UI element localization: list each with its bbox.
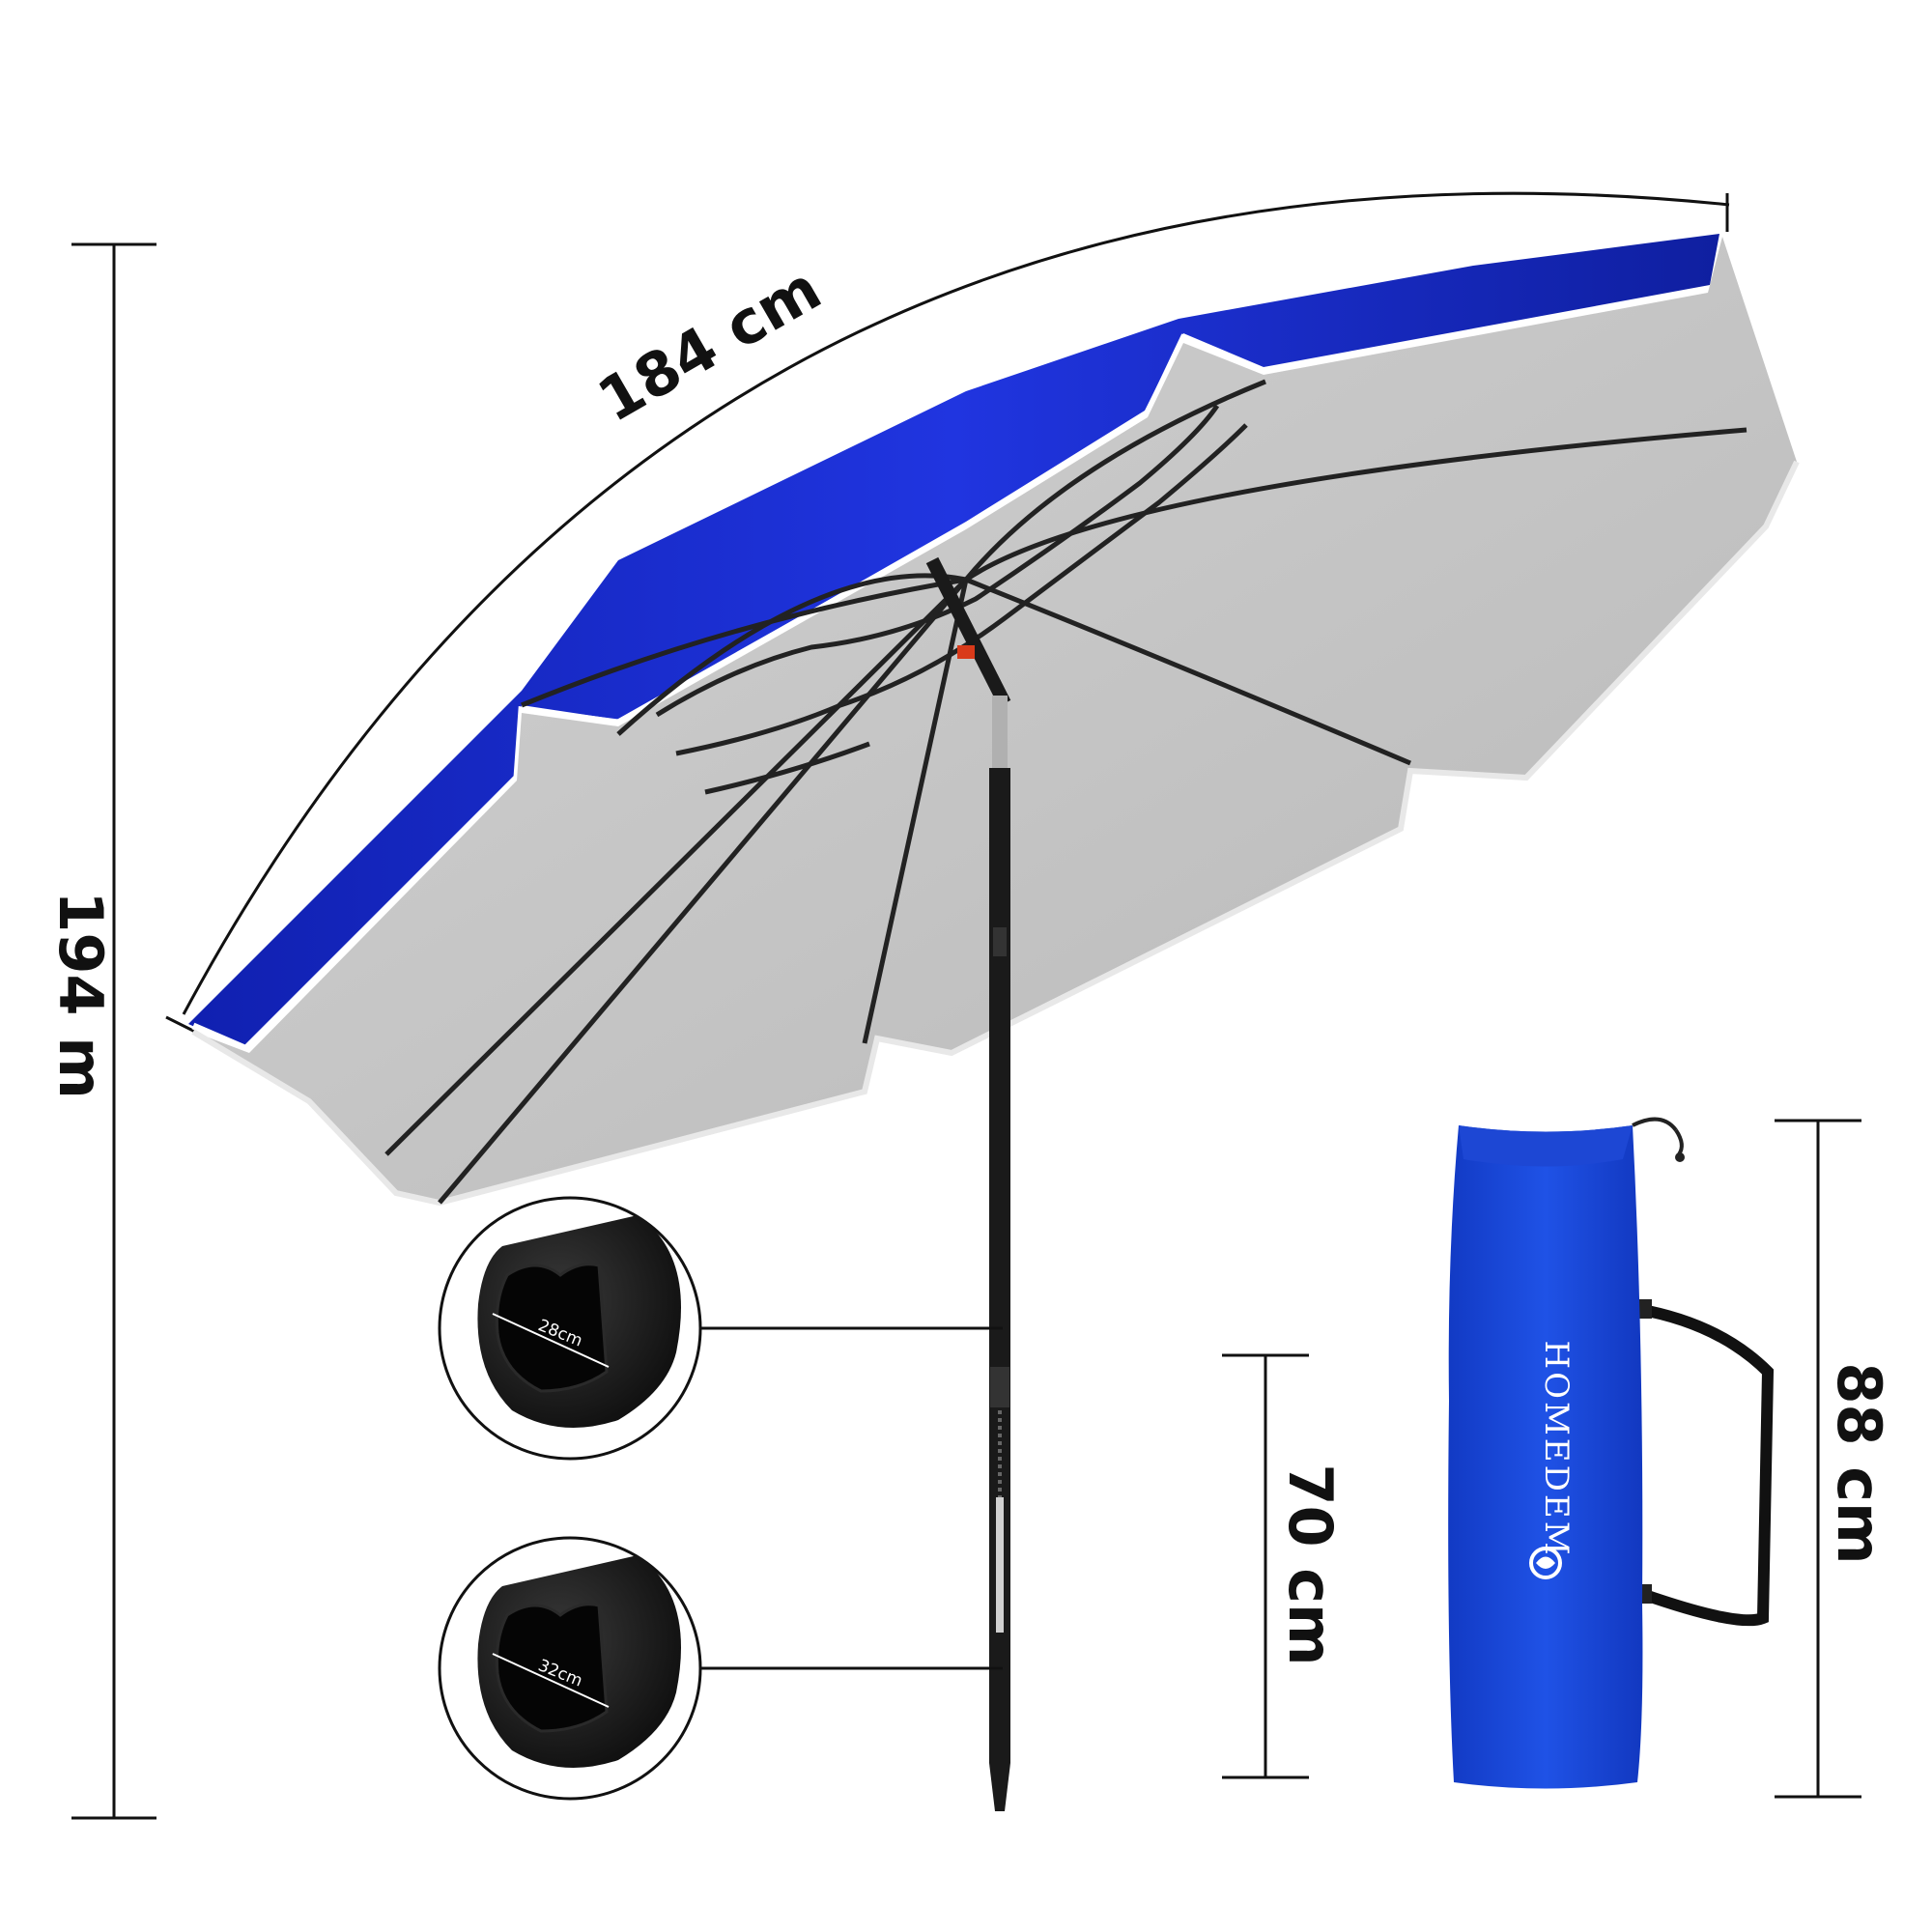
bag-length-dimension: 88 cm [1775,1119,1894,1799]
height-dimension: 194 m [45,242,156,1820]
bag-length-label: 88 cm [1824,1362,1894,1564]
pole-section-dimension: 70 cm [1222,1353,1346,1779]
height-label: 194 m [45,891,116,1099]
umbrella-ribs [384,379,1747,1205]
pole-section-label: 70 cm [1275,1463,1346,1665]
bag-brand: HOMEDEM [1537,1340,1576,1557]
umbrella-pole [925,556,1011,1811]
lower-cross-section: 32cm [438,1536,1003,1801]
width-label: 184 cm [586,253,833,436]
upper-cross-section: 28cm [438,1196,1003,1461]
carry-bag: HOMEDEM [1448,1117,1775,1789]
umbrella [188,234,1800,1811]
brand-logo-icon [1529,1547,1562,1579]
